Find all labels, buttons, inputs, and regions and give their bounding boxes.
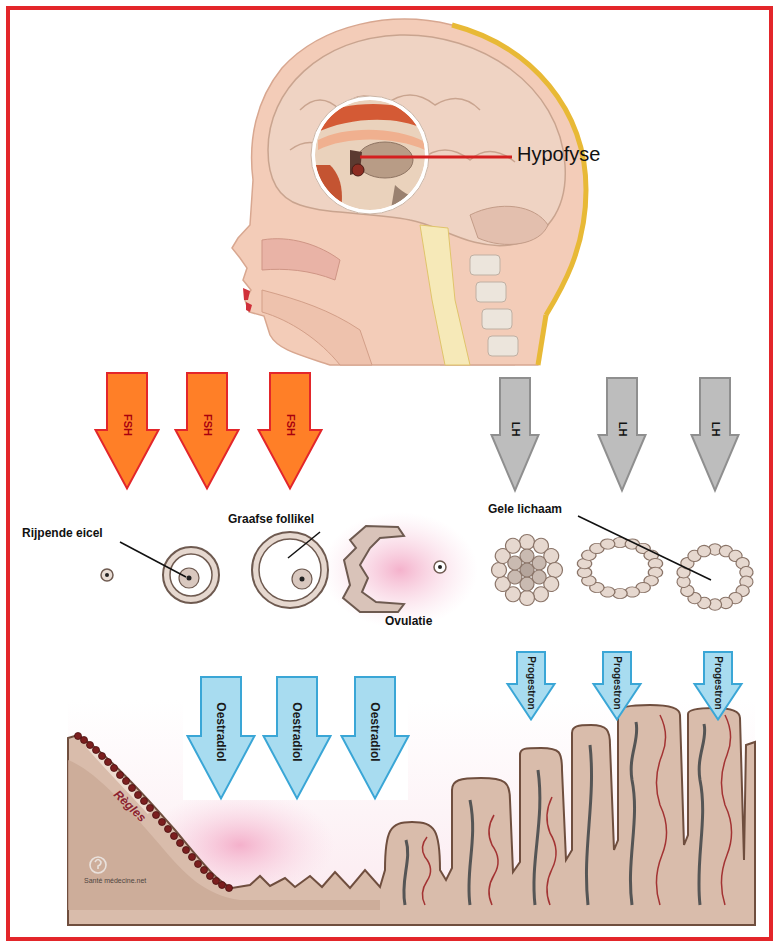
arrow-outline <box>188 677 255 799</box>
hormone-arrow: Progestron <box>693 651 743 721</box>
hormone-arrow: LH <box>490 377 540 492</box>
arrow-outline <box>492 378 539 491</box>
part-label: Ovulatie <box>385 615 432 629</box>
hormone-name: FSH <box>285 414 296 436</box>
hormone-name: Oestradiol <box>291 702 303 761</box>
organ-label: Hypofyse <box>517 143 600 166</box>
hormone-name: LH <box>510 421 521 436</box>
hormone-name: Oestradiol <box>369 702 381 761</box>
hormone-arrow: LH <box>690 377 740 492</box>
arrow-outline <box>342 677 409 799</box>
arrow-outline <box>692 378 739 491</box>
hormone-name: FSH <box>122 414 133 436</box>
arrow-outline <box>508 652 555 720</box>
hormone-name: Oestradiol <box>215 702 227 761</box>
hormone-arrow: LH <box>597 377 647 492</box>
hormone-arrow: FSH <box>174 372 240 490</box>
arrow-outline <box>264 677 331 799</box>
hormone-arrow: Oestradiol <box>262 676 332 800</box>
leader-lines <box>120 516 711 580</box>
part-label: Gele lichaam <box>488 503 562 517</box>
hormone-arrow: Progestron <box>592 651 642 721</box>
hormone-arrow: Oestradiol <box>340 676 410 800</box>
arrow-outline <box>599 378 646 491</box>
hormone-arrow: FSH <box>257 372 323 490</box>
hormone-name: Progestron <box>526 656 536 709</box>
hormone-arrow: Progestron <box>506 651 556 721</box>
hormone-arrow: FSH <box>94 372 160 490</box>
arrow-outline <box>96 373 159 489</box>
watermark: Santé médecine.net <box>84 877 146 885</box>
arrow-ground <box>183 665 408 800</box>
arrow-outline <box>176 373 239 489</box>
arrow-outline <box>594 652 641 720</box>
arrow-outline <box>695 652 742 720</box>
hormone-name: FSH <box>202 414 213 436</box>
hormone-name: Progestron <box>713 656 723 709</box>
logo-mark <box>90 857 106 873</box>
hormone-name: LH <box>617 421 628 436</box>
hormone-name: LH <box>710 421 721 436</box>
head-illustration <box>232 19 586 365</box>
phase-label: Règles <box>110 788 148 825</box>
ground <box>68 700 755 925</box>
part-label: Rijpende eicel <box>22 527 103 541</box>
hormone-arrow: Oestradiol <box>186 676 256 800</box>
part-label: Graafse follikel <box>228 513 314 527</box>
endometrium <box>68 705 755 925</box>
hormone-name: Progestron <box>612 656 622 709</box>
ovary-cycle <box>101 512 754 628</box>
arrow-outline <box>259 373 322 489</box>
